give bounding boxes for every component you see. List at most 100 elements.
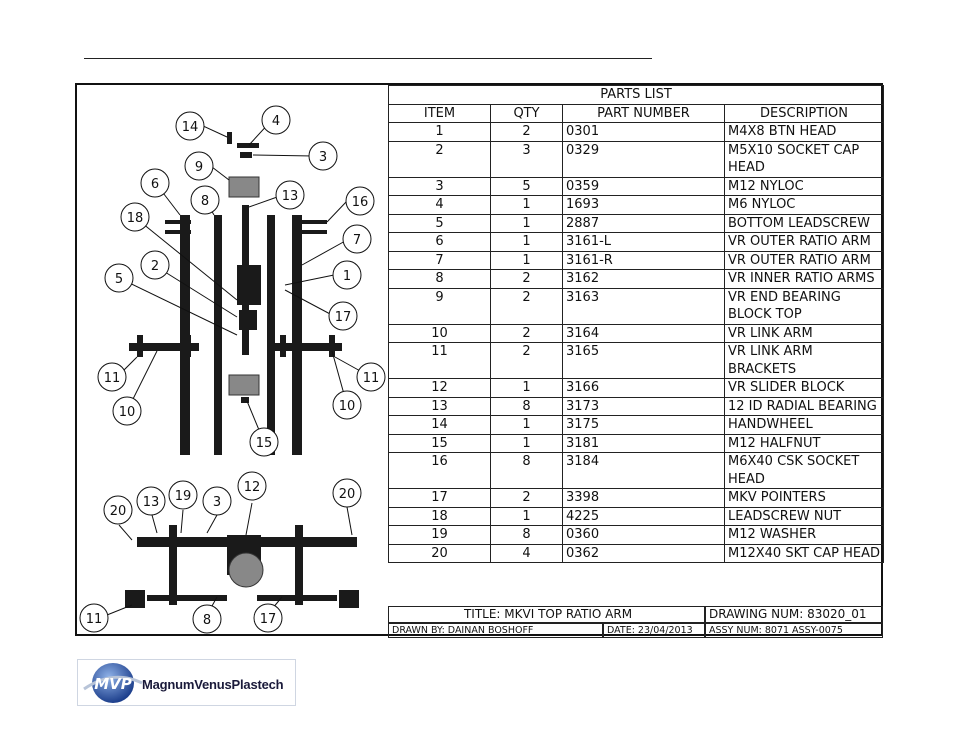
- svg-text:11: 11: [86, 612, 103, 627]
- cell-description: BOTTOM LEADSCREW: [723, 213, 885, 233]
- drawing-date: DATE: 23/04/2013: [603, 623, 705, 638]
- exploded-assembly-drawing: 14 4 3 9 6 8 13 16 18 7 2 1 5 17 11 11 1…: [77, 85, 387, 634]
- cell-description: VR LINK ARM BRACKETS: [723, 342, 885, 379]
- cell-description: VR LINK ARM: [723, 323, 885, 343]
- cell-description: M6 NYLOC: [723, 195, 885, 215]
- cell-description: M12X40 SKT CAP HEAD: [723, 543, 885, 563]
- parts-list-table: PARTS LIST ITEM QTY PART NUMBER DESCRIPT…: [387, 85, 885, 563]
- bearing-block-bottom: [228, 374, 260, 396]
- svg-text:3: 3: [319, 150, 327, 165]
- cell-description: 12 ID RADIAL BEARING: [723, 396, 885, 416]
- cell-description: VR SLIDER BLOCK: [723, 378, 885, 398]
- svg-text:8: 8: [201, 194, 209, 209]
- parts-list: PARTS LIST ITEM QTY PART NUMBER DESCRIPT…: [387, 85, 885, 563]
- ratio-arm-right-outer: [292, 215, 302, 455]
- svg-text:14: 14: [182, 120, 199, 135]
- svg-text:2: 2: [151, 259, 159, 274]
- cell-part-number: 3163: [562, 287, 725, 325]
- cell-item: 9: [388, 287, 491, 325]
- cell-qty: 1: [490, 232, 563, 252]
- cell-part-number: 2887: [562, 213, 725, 233]
- balloon: 6: [140, 168, 170, 198]
- svg-text:16: 16: [352, 195, 369, 210]
- cell-item: 20: [388, 543, 491, 563]
- balloon: 12: [237, 471, 267, 501]
- cell-qty: 2: [490, 122, 563, 142]
- balloon: 3: [202, 486, 232, 516]
- cell-qty: 8: [490, 396, 563, 416]
- drawing-title: TITLE: MKVI TOP RATIO ARM: [388, 606, 705, 623]
- cell-qty: 2: [490, 342, 563, 379]
- balloon: 18: [120, 202, 150, 232]
- cell-description: M6X40 CSK SOCKET HEAD: [723, 452, 885, 489]
- company-logo: MVP MagnumVenusPlastech: [77, 659, 296, 706]
- cell-part-number: 3161-R: [562, 250, 725, 270]
- cell-part-number: 3162: [562, 269, 725, 289]
- cell-item: 16: [388, 452, 491, 489]
- cell-part-number: 3181: [562, 433, 725, 453]
- cell-qty: 1: [490, 250, 563, 270]
- balloon: 9: [184, 151, 214, 181]
- cell-item: 5: [388, 213, 491, 233]
- cell-item: 2: [388, 140, 491, 178]
- cell-qty: 1: [490, 415, 563, 435]
- cell-part-number: 3398: [562, 488, 725, 508]
- cell-item: 11: [388, 342, 491, 379]
- balloon: 1: [332, 260, 362, 290]
- cell-part-number: 1693: [562, 195, 725, 215]
- balloon: 7: [342, 224, 372, 254]
- cell-item: 12: [388, 378, 491, 398]
- cell-part-number: 0360: [562, 525, 725, 545]
- cell-description: VR INNER RATIO ARMS: [723, 269, 885, 289]
- cell-qty: 1: [490, 213, 563, 233]
- cell-qty: 1: [490, 195, 563, 215]
- cell-description: VR END BEARING BLOCK TOP: [723, 287, 885, 325]
- cell-item: 15: [388, 433, 491, 453]
- svg-text:9: 9: [195, 160, 203, 175]
- balloon: 20: [332, 478, 362, 508]
- balloon: 11: [356, 362, 386, 392]
- column-header-part-number: PART NUMBER: [562, 103, 725, 123]
- cell-item: 8: [388, 269, 491, 289]
- svg-text:17: 17: [260, 612, 277, 627]
- balloon: 20: [103, 495, 133, 525]
- cell-qty: 1: [490, 378, 563, 398]
- header-rule: [84, 58, 652, 59]
- svg-text:5: 5: [115, 272, 123, 287]
- cell-qty: 2: [490, 287, 563, 325]
- cell-part-number: 3166: [562, 378, 725, 398]
- cell-part-number: 0359: [562, 176, 725, 196]
- svg-text:15: 15: [256, 436, 273, 451]
- cell-item: 4: [388, 195, 491, 215]
- cell-item: 1: [388, 122, 491, 142]
- cell-qty: 3: [490, 140, 563, 178]
- svg-text:11: 11: [104, 371, 121, 386]
- svg-text:4: 4: [272, 114, 280, 129]
- balloon: 10: [112, 396, 142, 426]
- cell-item: 3: [388, 176, 491, 196]
- balloon: 13: [136, 486, 166, 516]
- cell-qty: 2: [490, 269, 563, 289]
- cell-part-number: 3175: [562, 415, 725, 435]
- cell-item: 13: [388, 396, 491, 416]
- svg-text:12: 12: [244, 480, 261, 495]
- balloon: 11: [79, 603, 109, 633]
- balloon: 4: [261, 105, 291, 135]
- cell-qty: 2: [490, 488, 563, 508]
- cell-part-number: 3161-L: [562, 232, 725, 252]
- cell-qty: 8: [490, 525, 563, 545]
- cell-part-number: 3173: [562, 396, 725, 416]
- svg-text:8: 8: [203, 613, 211, 628]
